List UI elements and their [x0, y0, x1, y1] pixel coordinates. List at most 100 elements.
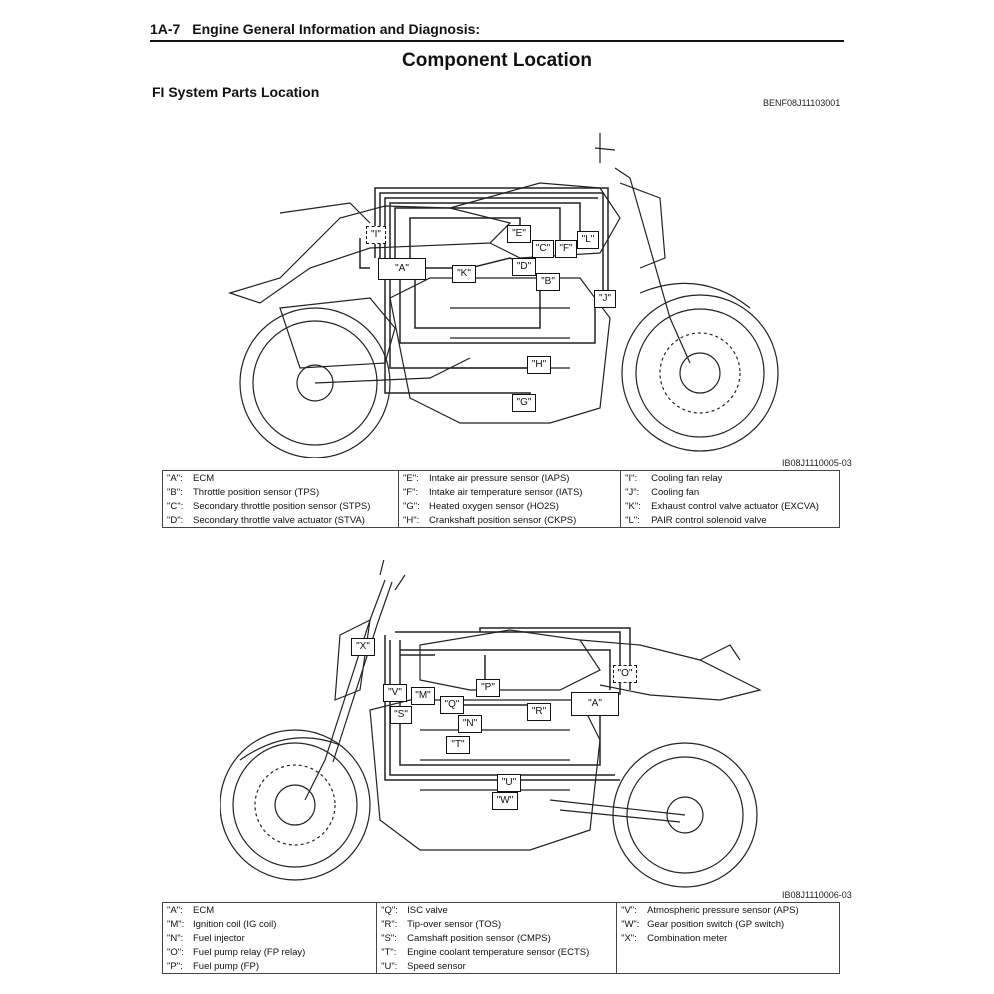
page-title: Component Location	[402, 50, 592, 71]
legend-cell: "G":Heated oxygen sensor (HO2S)	[397, 499, 622, 513]
legend-value: Secondary throttle position sensor (STPS…	[193, 500, 371, 512]
legend-cell: "M": Ignition coil (IG coil)	[161, 917, 378, 931]
callout-K: "K"	[452, 265, 476, 283]
legend-value: Combination meter	[647, 932, 728, 944]
legend-value: Ignition coil (IG coil)	[193, 918, 277, 930]
legend-key: "J":	[625, 486, 640, 498]
legend-value: Intake air temperature sensor (IATS)	[429, 486, 583, 498]
legend-value: Camshaft position sensor (CMPS)	[407, 932, 551, 944]
legend-cell: "D": Secondary throttle valve actuator (S…	[162, 513, 399, 528]
legend-cell: "L": PAIR control solenoid valve	[620, 513, 840, 528]
legend-row: "B": Throttle position sensor (TPS) "F": In…	[162, 485, 840, 499]
legend-cell: "O": Fuel pump relay (FP relay)	[161, 945, 378, 959]
callout-D: "D"	[512, 258, 536, 276]
callout-A2: "A"	[571, 692, 619, 716]
callout-G: "G"	[512, 394, 536, 412]
callout-I: "I"	[366, 226, 386, 244]
page-header: 1A-7 Engine General Information and Diag…	[150, 18, 844, 42]
legend-row: "C": Secondary throttle position sensor (…	[162, 499, 840, 513]
legend-key: "R":	[381, 918, 398, 930]
callout-E: "E"	[507, 225, 531, 243]
legend-cell: "T": Engine coolant temperature sensor (E…	[376, 945, 618, 959]
legend-value: Fuel pump (FP)	[193, 960, 259, 972]
legend-cell: "B": Throttle position sensor (TPS)	[162, 485, 399, 499]
legend-cell: "A":ECM	[161, 902, 378, 917]
legend-value: PAIR control solenoid valve	[651, 514, 767, 526]
callout-B: "B"	[536, 273, 560, 291]
legend-value: Intake air pressure sensor (IAPS)	[429, 472, 570, 484]
callout-X: "X"	[351, 638, 375, 656]
callout-H: "H"	[527, 356, 551, 374]
legend-key: "C":	[167, 500, 184, 512]
legend-key: "B":	[167, 486, 183, 498]
legend-key: "G":	[403, 500, 420, 512]
legend-value: Cooling fan relay	[651, 472, 723, 484]
legend-row: "O": Fuel pump relay (FP relay) "T": Engine…	[161, 945, 840, 959]
section-title: Engine General Information and Diagnosis…	[192, 21, 481, 37]
legend-value: Fuel injector	[193, 932, 245, 944]
legend-row: "A":ECM"Q": ISC valve "V": Atmospheric pres…	[161, 902, 840, 917]
legend-row: "N": Fuel injector "S": Camshaft position s…	[161, 931, 840, 945]
callout-U: "U"	[497, 774, 521, 792]
legend-value: Throttle position sensor (TPS)	[193, 486, 320, 498]
legend-key: "S":	[381, 932, 397, 944]
callout-M: "M"	[411, 687, 435, 705]
legend-cell: "X": Combination meter	[616, 931, 840, 945]
figure1-code: IB08J1110005-03	[782, 458, 852, 468]
document-code: BENF08J11103001	[763, 98, 841, 108]
legend-value: Atmospheric pressure sensor (APS)	[647, 904, 799, 916]
legend-key: "W":	[621, 918, 640, 930]
legend-value: Tip-over sensor (TOS)	[407, 918, 502, 930]
legend-key: "V":	[621, 904, 637, 916]
legend-key: "Q":	[381, 904, 398, 916]
motorcycle-figure-1	[228, 133, 779, 458]
legend-cell: "U":Speed sensor	[376, 959, 618, 974]
legend-cell: "C": Secondary throttle position sensor (…	[162, 499, 399, 513]
legend-cell: "F": Intake air temperature sensor (IATS)	[397, 485, 622, 499]
section-subtitle: FI System Parts Location	[152, 84, 320, 100]
legend-table-2: "A":ECM"Q": ISC valve "V": Atmospheric pres…	[161, 902, 840, 974]
legend-key: "D":	[167, 514, 184, 526]
legend-cell: "P": Fuel pump (FP)	[161, 959, 378, 974]
legend-key: "L":	[625, 514, 640, 526]
legend-key: "X":	[621, 932, 637, 944]
legend-key: "P":	[167, 960, 183, 972]
legend-value: Engine coolant temperature sensor (ECTS)	[407, 946, 590, 958]
callout-V: "V"	[383, 684, 407, 702]
legend-key: "M":	[167, 918, 185, 930]
callout-N: "N"	[458, 715, 482, 733]
callout-J: "J"	[594, 290, 616, 308]
legend-row: "P": Fuel pump (FP) "U":Speed sensor	[161, 959, 840, 974]
motorcycle-figure-2	[220, 560, 762, 888]
legend-key: "N":	[167, 932, 184, 944]
legend-cell: "R": Tip-over sensor (TOS)	[376, 917, 618, 931]
legend-row: "A": ECM "E": Intake air pressure sensor (I…	[162, 470, 840, 485]
legend-cell: "H":Crankshaft position sensor (CKPS)	[397, 513, 622, 528]
figure2-code: IB08J1110006-03	[782, 890, 852, 900]
legend-key: "F":	[403, 486, 419, 498]
legend-value: ISC valve	[407, 904, 448, 916]
legend-key: "O":	[167, 946, 184, 958]
legend-cell: "V": Atmospheric pressure sensor (APS)	[616, 902, 840, 917]
callout-P: "P"	[476, 679, 500, 697]
legend-cell: "J":Cooling fan	[620, 485, 840, 499]
legend-cell	[616, 959, 840, 974]
page-number: 1A-7	[150, 21, 181, 37]
callout-S: "S"	[390, 706, 412, 724]
legend-cell: "K":Exhaust control valve actuator (EXCV…	[620, 499, 840, 513]
legend-key: "E":	[403, 472, 419, 484]
legend-cell: "I":Cooling fan relay	[620, 470, 840, 485]
callout-C: "C"	[532, 240, 554, 258]
legend-key: "A":	[167, 472, 183, 484]
legend-key: "T":	[381, 946, 397, 958]
callout-L: "L"	[577, 231, 599, 249]
legend-cell: "A": ECM	[162, 470, 399, 485]
callout-Q: "Q"	[440, 696, 464, 714]
legend-value: Gear position switch (GP switch)	[647, 918, 785, 930]
callout-O: "O"	[613, 665, 637, 683]
legend-value: Secondary throttle valve actuator (STVA)	[193, 514, 365, 526]
legend-value: Fuel pump relay (FP relay)	[193, 946, 306, 958]
legend-value: ECM	[193, 472, 215, 484]
legend-value: Speed sensor	[407, 960, 466, 972]
legend-cell: "N": Fuel injector	[161, 931, 378, 945]
